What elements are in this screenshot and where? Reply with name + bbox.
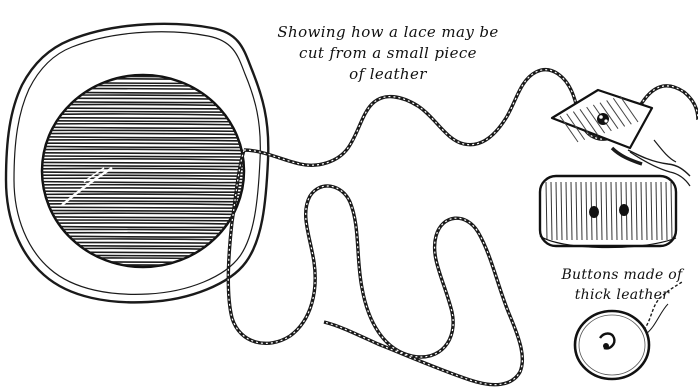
buttons-caption-line-1: Buttons made of [561, 267, 682, 283]
hatch-line [40, 255, 246, 256]
hatch-line [40, 201, 246, 202]
hatch-line [40, 111, 246, 112]
oblong-button [540, 176, 676, 248]
lace-caption-line-1: Showing how a lace may be [277, 23, 498, 41]
hatch-line [40, 118, 246, 119]
lace-caption-line-3: of leather [349, 65, 427, 83]
lace-caption-line-2: cut from a small piece [299, 44, 477, 62]
hatch-line [40, 210, 246, 211]
hatch-line [40, 207, 246, 208]
hatch-line [40, 265, 246, 266]
hatch-line [40, 108, 246, 109]
hatch-line [40, 98, 246, 99]
leather-disc [40, 75, 246, 269]
hatch-line [40, 262, 246, 263]
buttons-caption: Buttons made of thick leather [548, 265, 696, 305]
buttons-caption-line-2: thick leather [575, 287, 670, 303]
hatch-line [40, 76, 246, 77]
lace-caption: Showing how a lace may be cut from a sma… [262, 22, 514, 85]
diamond-button [552, 90, 690, 186]
hatch-line [40, 82, 246, 83]
hatch-line [40, 92, 246, 93]
hatch-line [40, 153, 246, 154]
hatch-line [40, 86, 246, 87]
hatch-line [40, 242, 246, 243]
hatch-line [40, 156, 246, 157]
hatch-line [40, 121, 246, 122]
hatch-line [40, 166, 246, 167]
hatch-line [40, 252, 246, 253]
hatch-line [40, 162, 246, 163]
hatch-line [40, 246, 246, 247]
